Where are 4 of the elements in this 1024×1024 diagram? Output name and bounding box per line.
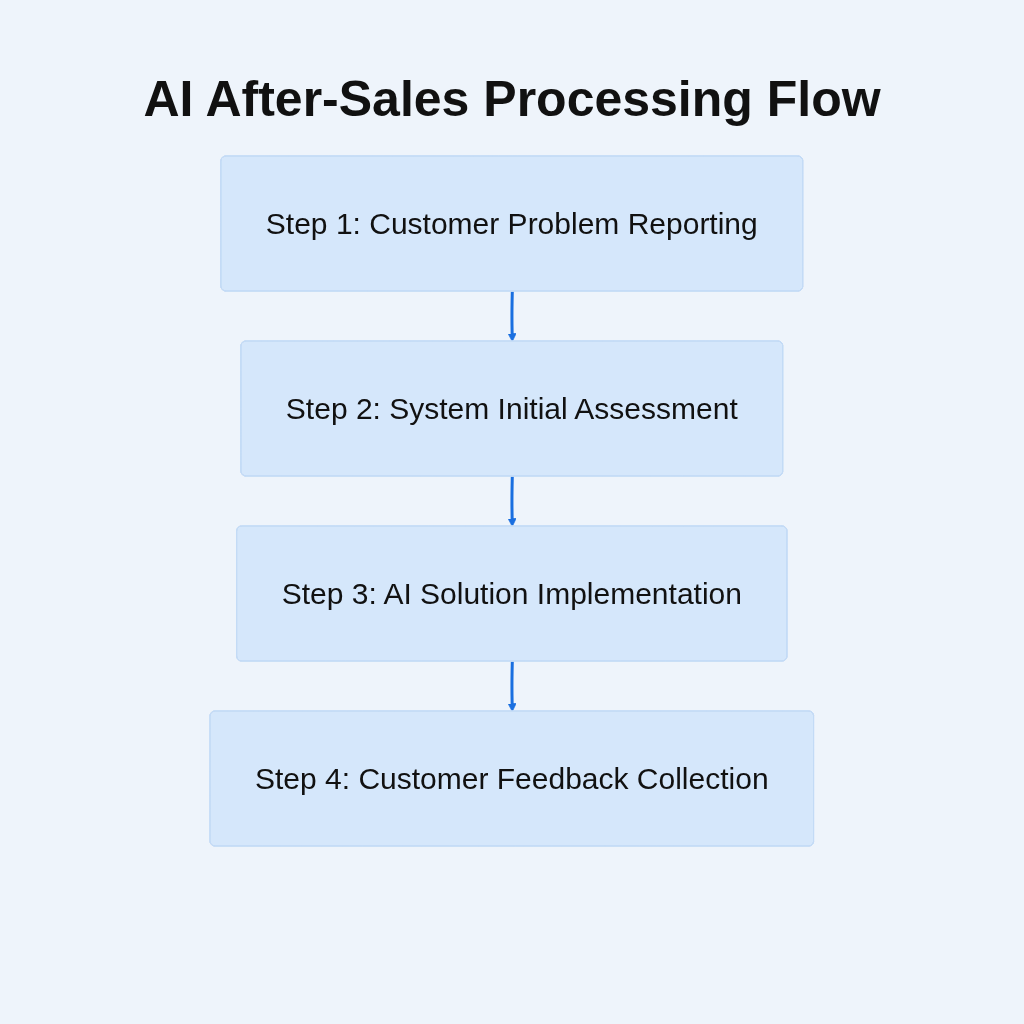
arrow	[507, 661, 517, 712]
diagram-title: AI After-Sales Processing Flow	[142, 70, 882, 128]
arrow	[507, 476, 517, 527]
arrow	[507, 291, 517, 342]
